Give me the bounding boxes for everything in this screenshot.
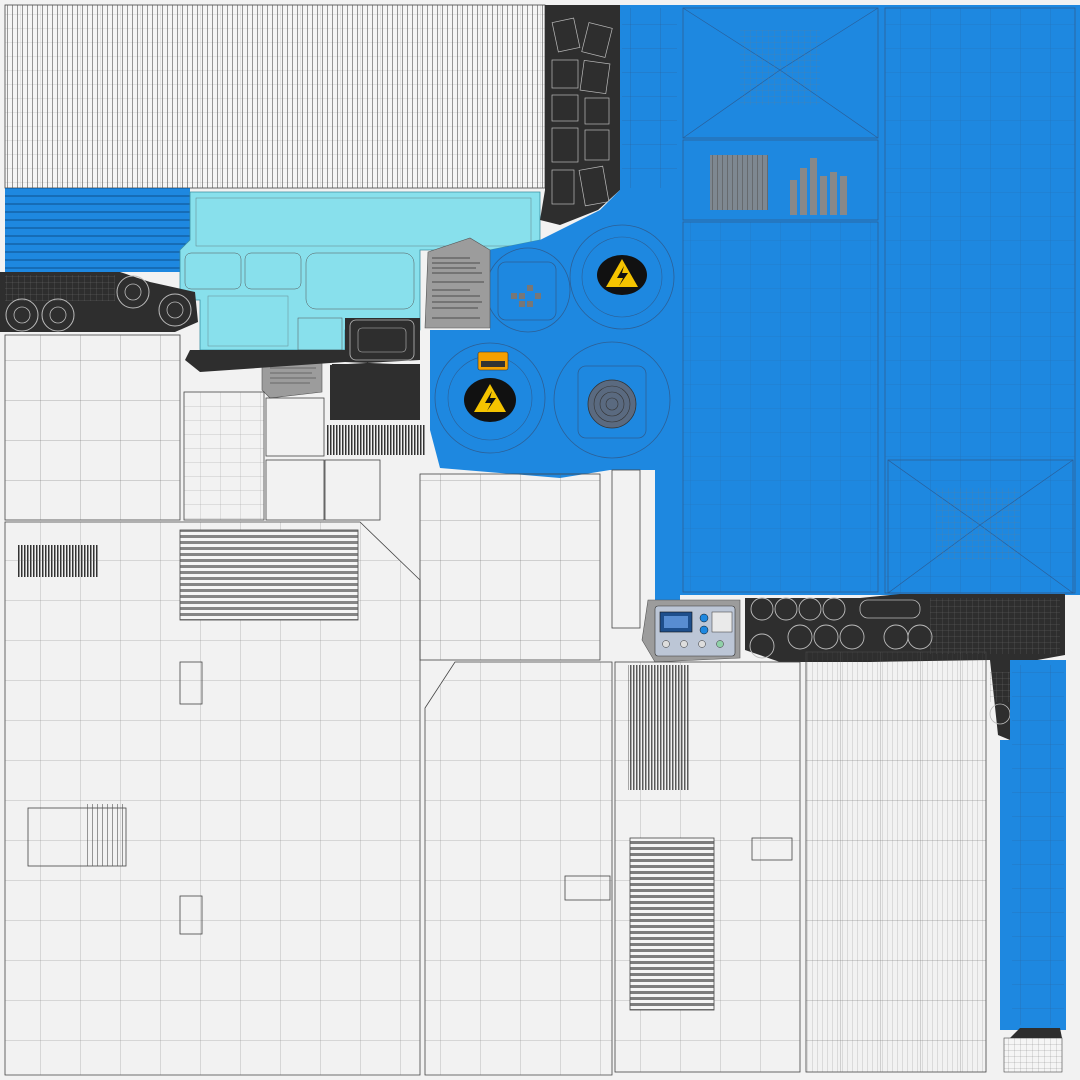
wheel-icon: [798, 597, 822, 621]
control-knob: [699, 613, 709, 623]
dark-blocks: [185, 318, 420, 420]
dark-column-top: [540, 5, 620, 225]
control-panel-module: [641, 599, 741, 663]
high-voltage-warning-icon: [597, 255, 647, 295]
barcode-strip: [326, 425, 426, 455]
blue-stripe-strip: [5, 188, 190, 272]
lower-left-wire-panels: [4, 334, 421, 1076]
high-voltage-warning-icon: [464, 378, 516, 422]
wheel-icon: [116, 275, 150, 309]
warning-disc-bottom: [434, 342, 546, 454]
top-left-grid-panel: [4, 4, 546, 189]
wheel-icon: [41, 298, 75, 332]
wheel-icon: [158, 293, 192, 327]
wheel-icon: [5, 298, 39, 332]
wheel-icon: [749, 633, 775, 659]
fan-disc-top: [485, 247, 571, 333]
wheel-icon: [813, 624, 839, 650]
dark-corner: [1010, 1028, 1062, 1038]
fan-grille-icon: [587, 379, 637, 429]
instruction-label-large: [424, 237, 491, 329]
wheel-icon: [787, 624, 813, 650]
wheel-icon: [774, 597, 798, 621]
blue-right-region: [680, 5, 1080, 595]
wheel-strip-left: [0, 272, 198, 332]
center-bottom-wire-panels: [419, 469, 987, 1076]
warning-disc-top: [569, 224, 675, 330]
fan-disc-bottom: [553, 341, 671, 459]
instruction-label-small: [261, 361, 323, 399]
control-knob: [699, 625, 709, 635]
indicator-lights: [662, 640, 724, 648]
wheel-icon: [750, 597, 774, 621]
wheel-strip-right: [745, 594, 1065, 740]
wheel-icon: [822, 597, 846, 621]
bar-vent-icon: [790, 158, 847, 215]
wheel-icon: [839, 624, 865, 650]
blue-right-strip: [1000, 660, 1066, 1030]
